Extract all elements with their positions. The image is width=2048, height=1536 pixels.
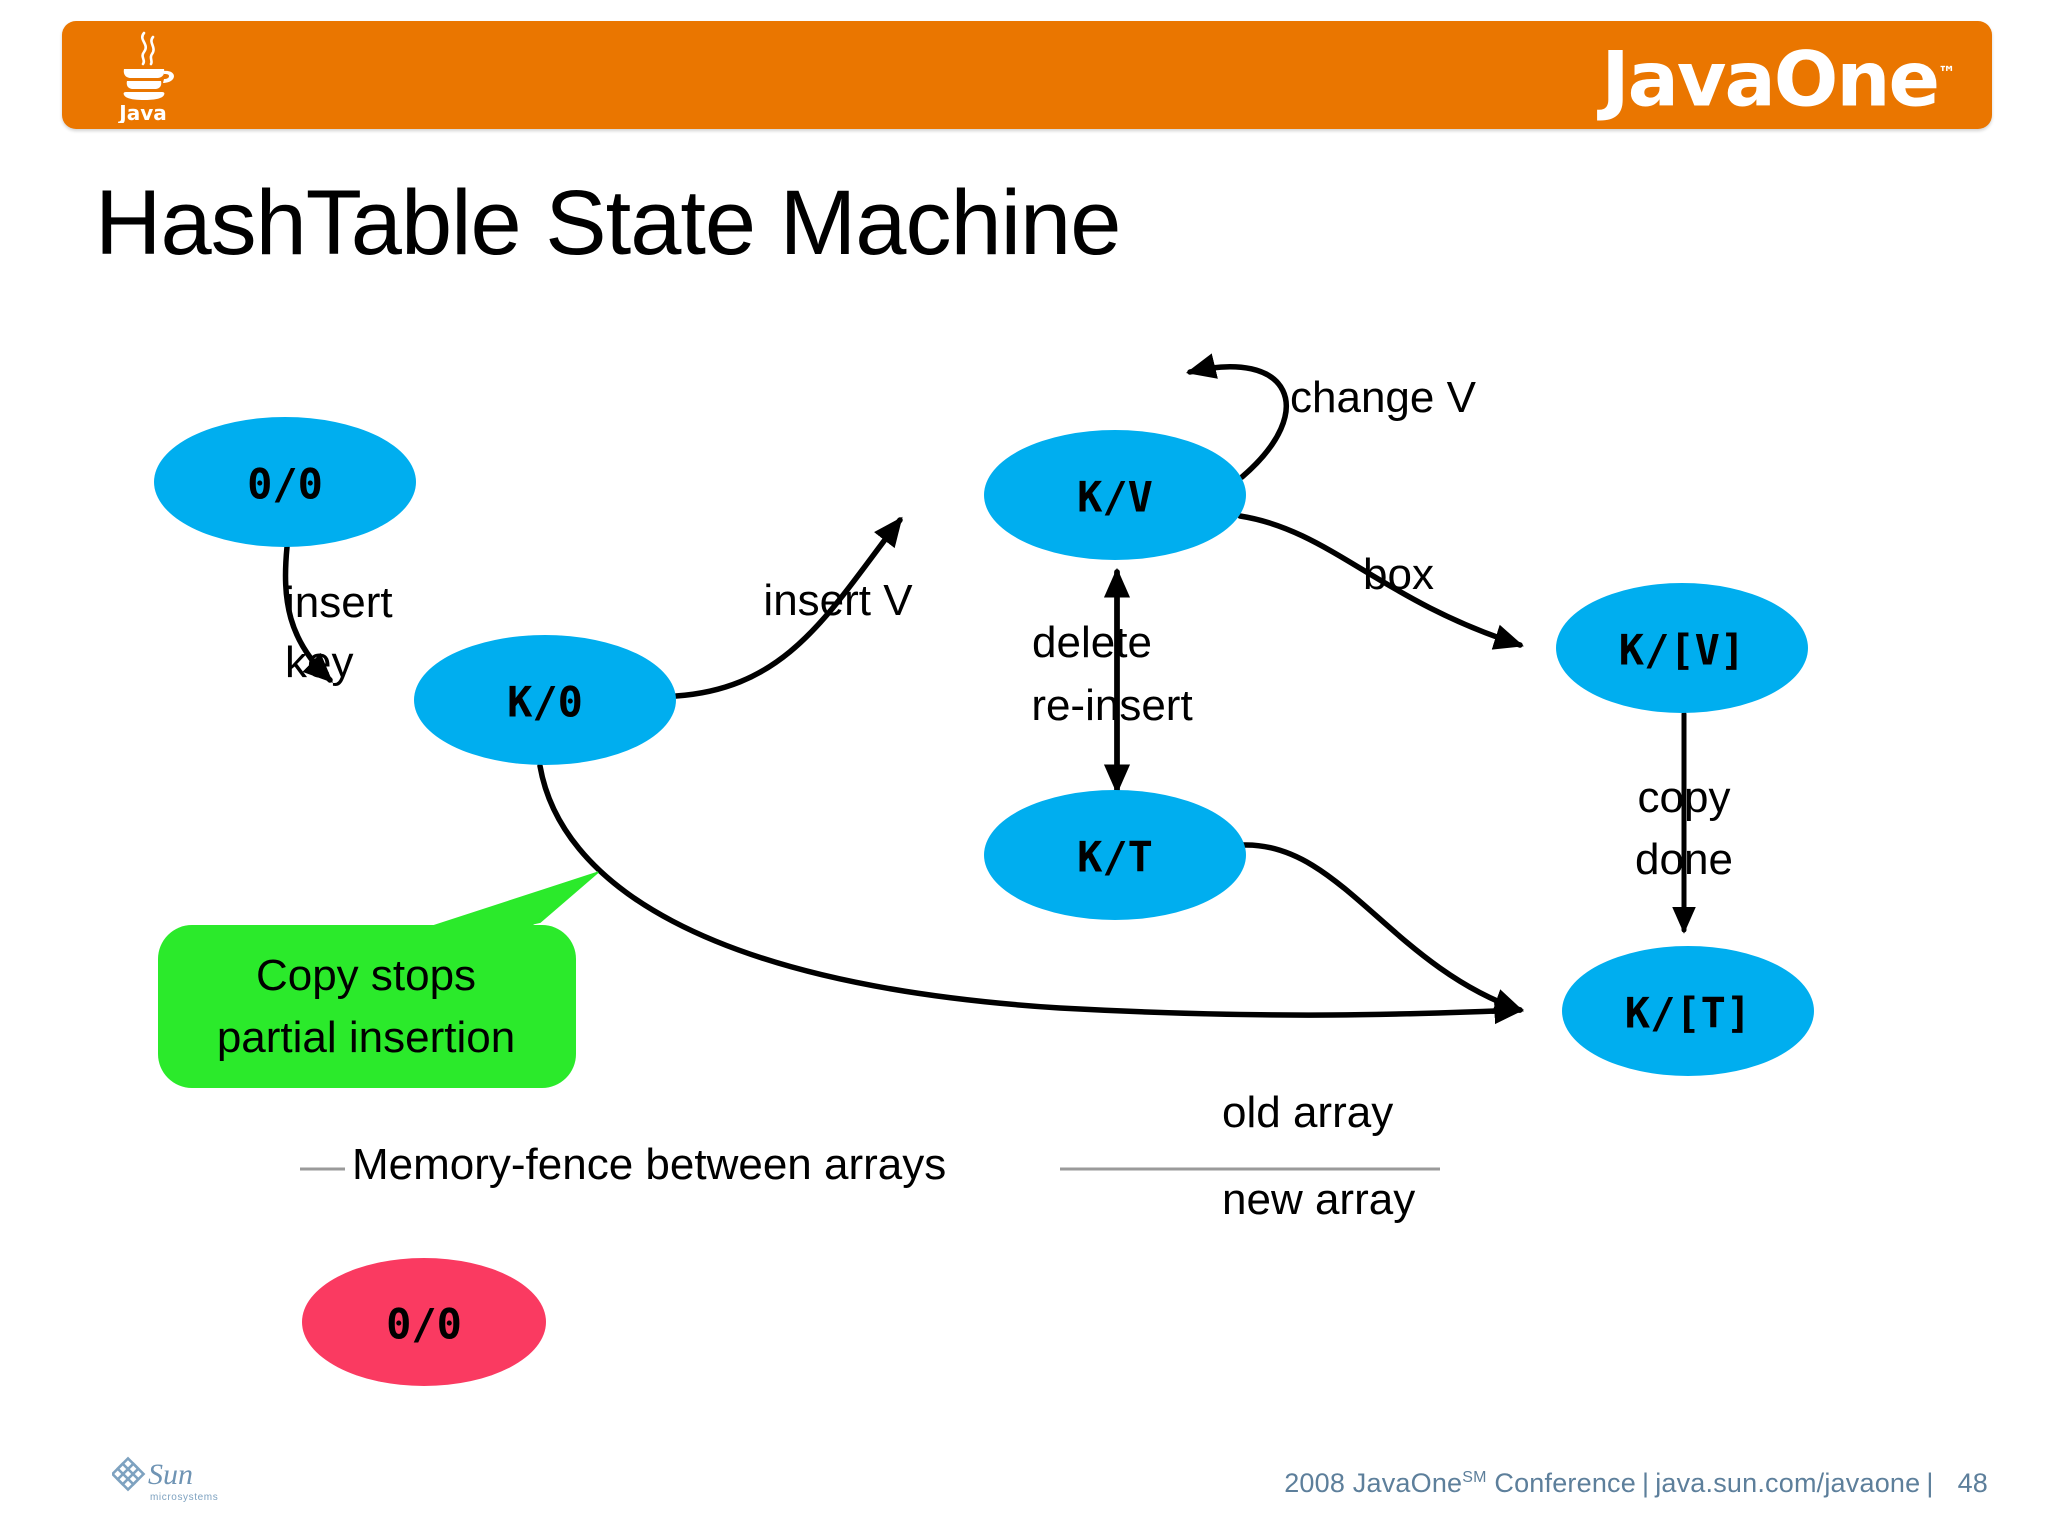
microsystems-wordmark: microsystems <box>150 1492 218 1503</box>
edge-label-insert-key-line2: key <box>285 638 354 687</box>
callout-copy-stops <box>158 871 599 1088</box>
page-title: HashTable State Machine <box>95 172 1121 274</box>
edge-empty-to-k0 <box>282 544 334 683</box>
edge-kv-self-loop <box>1185 353 1289 480</box>
node-empty-new[interactable] <box>302 1258 546 1386</box>
edge-group <box>282 353 1696 1025</box>
node-kboxv[interactable] <box>1556 583 1808 713</box>
footer-text: 2008 JavaOneSM Conference|java.sun.com/j… <box>1284 1468 1988 1499</box>
memory-fence-label: Memory-fence between arrays <box>352 1140 947 1189</box>
node-k0[interactable] <box>414 635 676 765</box>
node-empty-old[interactable] <box>154 417 416 547</box>
java-cup-icon: Java <box>100 27 186 125</box>
edge-label-box: box <box>1363 550 1434 599</box>
edge-label-insert-key-line1: insert <box>285 578 393 627</box>
edge-label-copy-line2: done <box>1635 835 1733 884</box>
footer-url[interactable]: java.sun.com/javaone <box>1655 1468 1921 1498</box>
node-kv[interactable] <box>984 430 1246 560</box>
edge-label-delete: delete <box>1032 618 1152 667</box>
javaone-wordmark-text: JavaOne <box>1601 34 1940 124</box>
edge-kv-to-kboxv <box>1237 513 1524 650</box>
footer-sm-glyph: SM <box>1462 1469 1487 1486</box>
footer-conference-tail: Conference <box>1486 1468 1636 1498</box>
trademark-glyph: ™ <box>1938 63 1956 84</box>
footer-conference: 2008 JavaOne <box>1284 1468 1463 1498</box>
footer-separator-2: | <box>1926 1468 1934 1498</box>
header-banner: Java JavaOne™ <box>62 21 1992 129</box>
footer-page-number: 48 <box>1957 1468 1988 1498</box>
sun-wordmark: Sun <box>148 1458 193 1491</box>
edge-label-re-insert: re-insert <box>1031 681 1193 730</box>
edge-label-insert-v: insert V <box>763 576 913 625</box>
edge-k0-to-kboxt <box>537 763 1525 1025</box>
edge-label-copy-line1: copy <box>1637 773 1731 822</box>
sun-microsystems-logo: Sun microsystems <box>110 1452 232 1514</box>
node-kt[interactable] <box>984 790 1246 920</box>
edge-kt-to-kboxt <box>1240 842 1524 1014</box>
callout-body <box>158 925 576 1088</box>
old-array-label: old array <box>1222 1088 1394 1137</box>
java-wordmark-small: Java <box>117 101 166 123</box>
new-array-label: new array <box>1222 1175 1416 1224</box>
footer-separator-1: | <box>1641 1468 1650 1498</box>
edge-k0-to-kv <box>673 516 903 699</box>
edge-label-change-v: change V <box>1290 373 1476 422</box>
node-kboxt[interactable] <box>1562 946 1814 1076</box>
node-group <box>154 417 1814 1386</box>
javaone-wordmark: JavaOne™ <box>1601 31 1956 122</box>
